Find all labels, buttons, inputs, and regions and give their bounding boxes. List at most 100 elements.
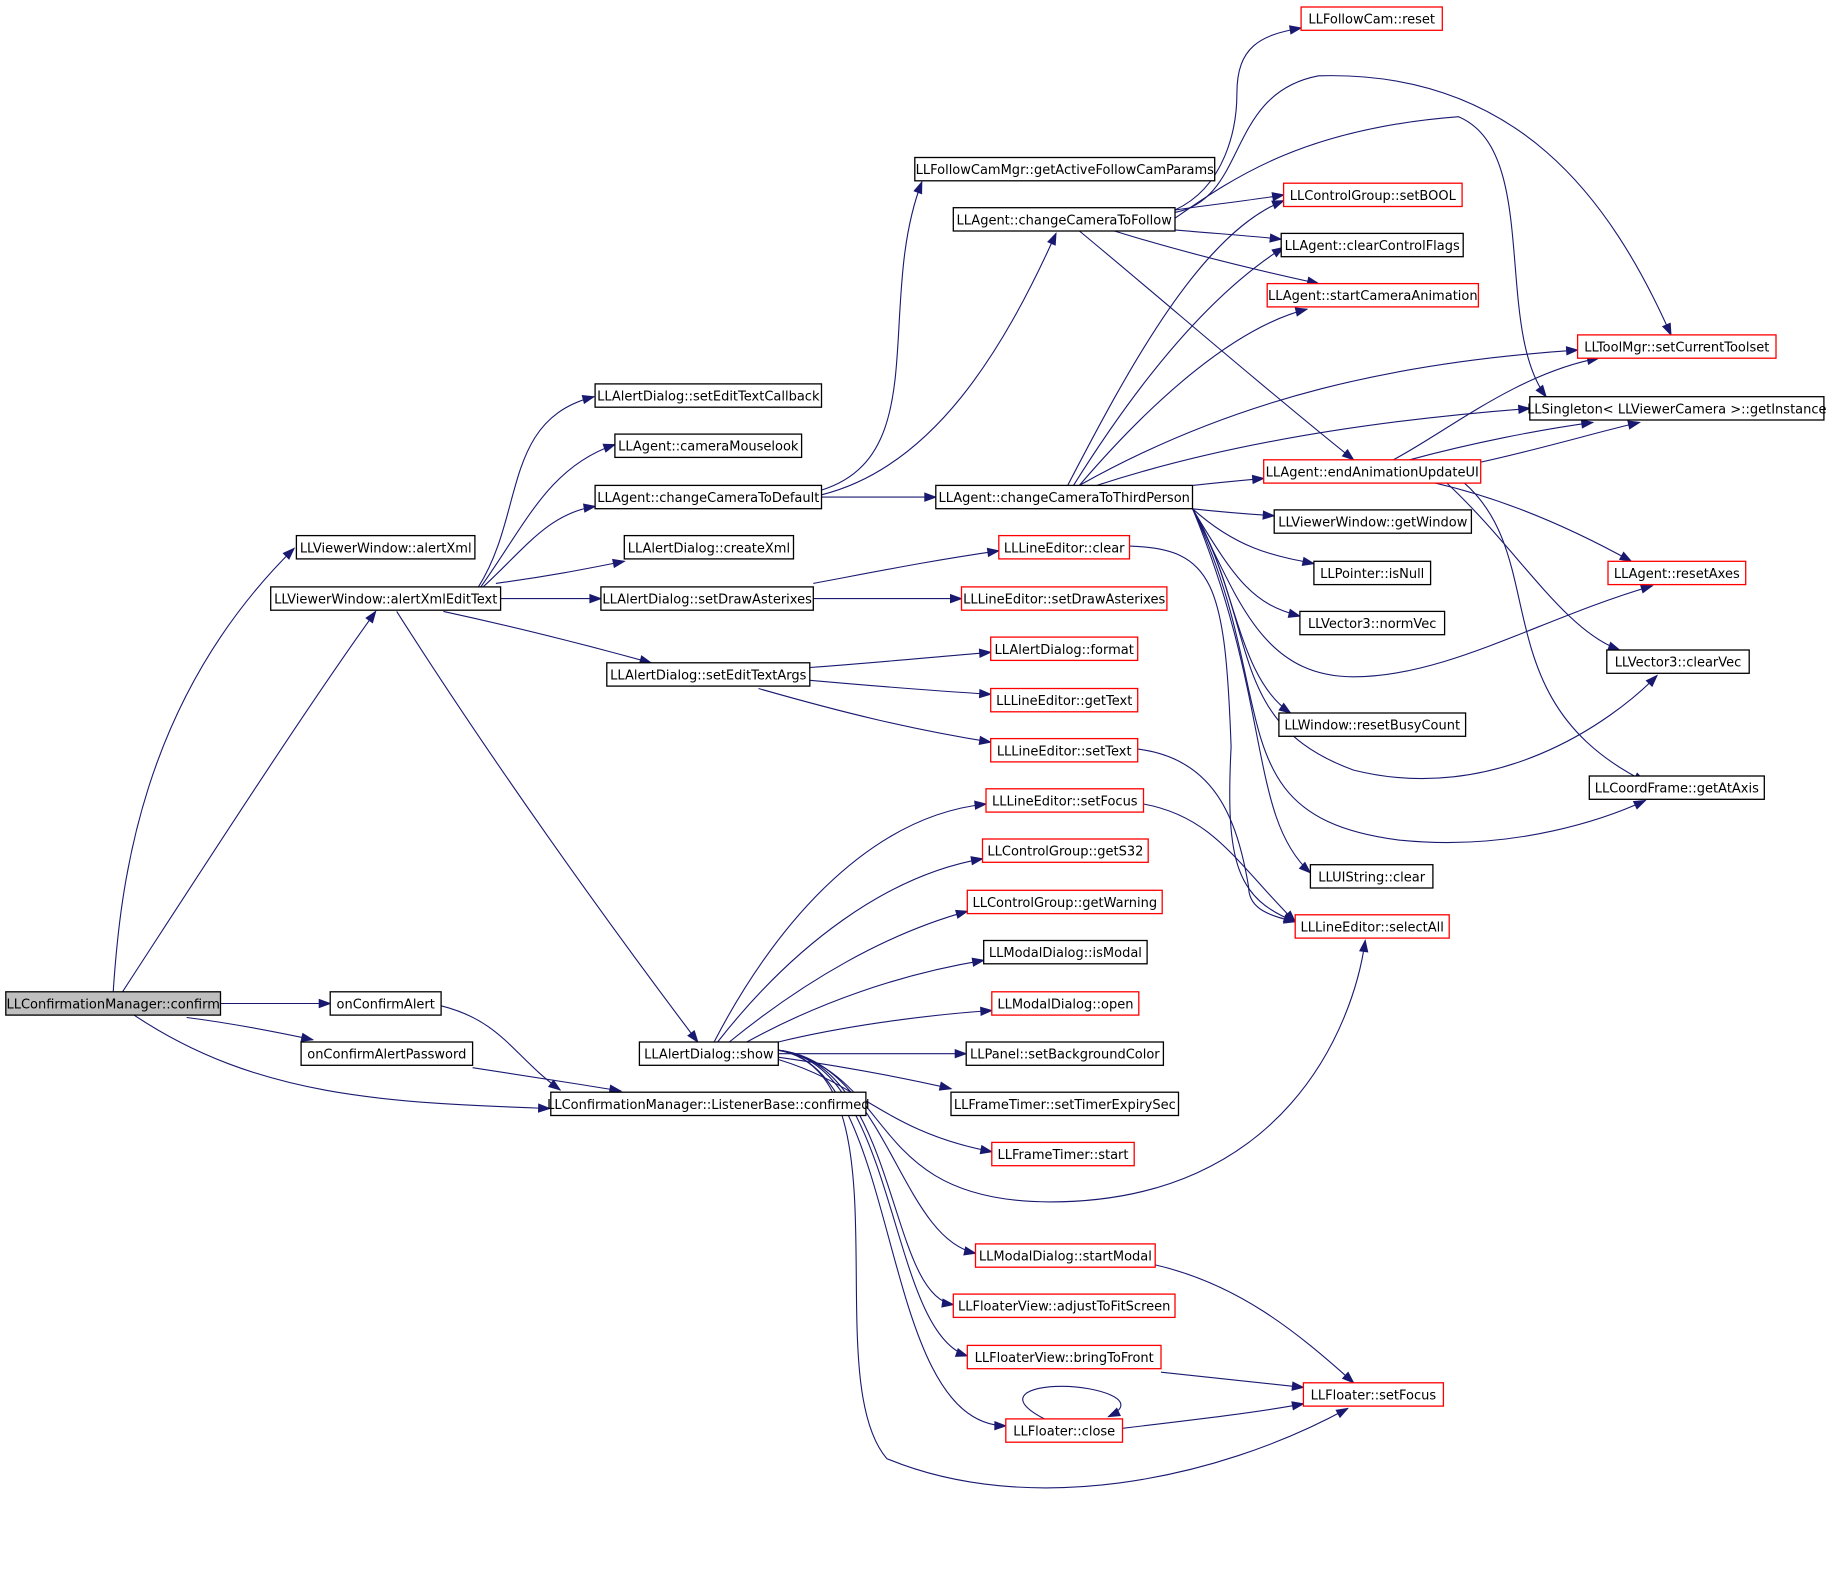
node-bringToFront[interactable]: LLFloaterView::bringToFront [966, 1344, 1162, 1370]
node-uiStringClear[interactable]: LLUIString::clear [1309, 864, 1434, 889]
node-startCameraAnimation[interactable]: LLAgent::startCameraAnimation [1266, 282, 1480, 308]
edge-setDrawAsterixes-to-lineSetDrawAsterixes [813, 593, 963, 604]
node-getAtAxis[interactable]: LLCoordFrame::getAtAxis [1588, 775, 1765, 800]
edge-floaterClose-to-floaterClose [1022, 1385, 1122, 1420]
arrow-head [537, 1103, 552, 1113]
node-lineSetFocus[interactable]: LLLineEditor::setFocus [985, 788, 1145, 813]
node-resetAxes[interactable]: LLAgent::resetAxes [1607, 560, 1747, 586]
edge-line [1174, 27, 1302, 211]
node-box [270, 586, 502, 611]
node-label: LLAgent::startCameraAnimation [1268, 289, 1478, 304]
node-setDrawAsterixes[interactable]: LLAlertDialog::setDrawAsterixes [600, 586, 814, 611]
node-setCurrentToolset[interactable]: LLToolMgr::setCurrentToolset [1576, 334, 1777, 359]
edge-show-to-setTimerExpirySec [778, 1056, 953, 1091]
node-resetBusyCount[interactable]: LLWindow::resetBusyCount [1278, 712, 1467, 737]
node-alertXml[interactable]: LLViewerWindow::alertXml [295, 534, 476, 560]
node-createXml[interactable]: LLAlertDialog::createXml [623, 534, 795, 560]
arrow-head [582, 503, 597, 513]
node-confirm[interactable]: LLConfirmationManager::confirm [5, 991, 222, 1016]
edge-line [1143, 803, 1296, 923]
arrow-head [913, 180, 923, 195]
node-setBOOL[interactable]: LLControlGroup::setBOOL [1282, 182, 1463, 208]
node-getS32[interactable]: LLControlGroup::getS32 [981, 838, 1149, 863]
node-onConfirmAlertPassword[interactable]: onConfirmAlertPassword [300, 1041, 474, 1066]
node-label: LLAlertDialog::setEditTextCallback [597, 390, 820, 405]
edge-line [1160, 1371, 1304, 1388]
node-show[interactable]: LLAlertDialog::show [638, 1041, 779, 1066]
node-box [5, 991, 222, 1016]
node-followCamReset[interactable]: LLFollowCam::reset [1300, 6, 1443, 31]
arrow-head [994, 1420, 1008, 1431]
node-isNull[interactable]: LLPointer::isNull [1313, 560, 1432, 586]
node-normVec[interactable]: LLVector3::normVec [1299, 610, 1446, 636]
node-endAnimationUpdateUI[interactable]: LLAgent::endAnimationUpdateUI [1263, 459, 1482, 484]
node-setBackgroundColor[interactable]: LLPanel::setBackgroundColor [965, 1041, 1165, 1066]
arrow-head [986, 547, 1001, 558]
node-clearControlFlags[interactable]: LLAgent::clearControlFlags [1280, 232, 1464, 258]
node-adjustToFitScreen[interactable]: LLFloaterView::adjustToFitScreen [952, 1293, 1176, 1319]
node-setTimerExpirySec[interactable]: LLFrameTimer::setTimerExpirySec [950, 1091, 1180, 1117]
node-startModal[interactable]: LLModalDialog::startModal [974, 1243, 1156, 1268]
node-box [1278, 712, 1467, 737]
arrow-head [1632, 799, 1647, 810]
node-label: LLModalDialog::startModal [979, 1250, 1152, 1265]
node-box [966, 1344, 1162, 1370]
node-alertXmlEditText[interactable]: LLViewerWindow::alertXmlEditText [270, 586, 502, 611]
node-isModal[interactable]: LLModalDialog::isModal [983, 939, 1148, 965]
node-box [1606, 649, 1750, 674]
edge-line [746, 959, 984, 1043]
node-setEditTextCallback[interactable]: LLAlertDialog::setEditTextCallback [594, 383, 823, 408]
edge-onConfirmAlert-to-confirmed [440, 1005, 562, 1091]
edge-line [443, 610, 652, 664]
edge-show-to-floaterSetFocus [778, 1049, 1349, 1489]
node-label: LLConfirmationManager::confirm [6, 998, 219, 1013]
node-label: LLAgent::clearControlFlags [1285, 239, 1460, 254]
edge-line [1079, 349, 1578, 486]
node-cameraMouselook[interactable]: LLAgent::cameraMouselook [614, 433, 803, 459]
node-getWarning[interactable]: LLControlGroup::getWarning [966, 889, 1163, 915]
node-timerStart[interactable]: LLFrameTimer::start [991, 1141, 1135, 1167]
node-floaterClose[interactable]: LLFloater::close [1005, 1418, 1124, 1443]
node-label: LLLineEditor::setDrawAsterixes [963, 593, 1165, 608]
node-box [983, 939, 1148, 965]
node-clearVec[interactable]: LLVector3::clearVec [1606, 649, 1750, 674]
node-label: LLAgent::resetAxes [1614, 567, 1740, 582]
edge-line [1067, 200, 1284, 486]
node-open[interactable]: LLModalDialog::open [991, 991, 1140, 1016]
node-getText[interactable]: LLLineEditor::getText [990, 687, 1139, 713]
node-box [914, 156, 1216, 182]
edge-endAnimationUpdateUI-to-resetAxes [1435, 482, 1633, 563]
edge-line [821, 181, 923, 491]
arrow-head [938, 1081, 953, 1091]
node-getInstance[interactable]: LLSingleton< LLViewerCamera >::getInstan… [1527, 396, 1827, 421]
node-changeCameraToThirdPerson[interactable]: LLAgent::changeCameraToThirdPerson [935, 484, 1194, 510]
edge-show-to-getS32 [717, 856, 984, 1043]
node-confirmed[interactable]: LLConfirmationManager::ListenerBase::con… [547, 1091, 869, 1117]
arrow-head [1271, 192, 1286, 202]
node-format[interactable]: LLAlertDialog::format [990, 636, 1139, 662]
edge-changeCameraToDefault-to-getActiveFollowCamParams [821, 180, 923, 491]
node-changeCameraToFollow[interactable]: LLAgent::changeCameraToFollow [952, 207, 1176, 232]
edge-confirm-to-confirmed [133, 1014, 552, 1113]
node-floaterSetFocus[interactable]: LLFloater::setFocus [1302, 1382, 1445, 1407]
node-label: LLLineEditor::selectAll [1301, 921, 1444, 936]
node-label: LLAgent::endAnimationUpdateUI [1266, 465, 1479, 480]
node-changeCameraToDefault[interactable]: LLAgent::changeCameraToDefault [594, 484, 823, 510]
node-box [1309, 864, 1434, 889]
node-setEditTextArgs[interactable]: LLAlertDialog::setEditTextArgs [606, 662, 811, 687]
node-onConfirmAlert[interactable]: onConfirmAlert [329, 991, 442, 1016]
edge-floaterClose-to-floaterSetFocus [1122, 1401, 1305, 1429]
edge-line [133, 1014, 550, 1110]
arrow-head [1271, 200, 1285, 210]
node-label: LLFloater::setFocus [1311, 1388, 1437, 1403]
edge-changeCameraToFollow-to-setBOOL [1174, 192, 1286, 211]
node-getActiveFollowCamParams[interactable]: LLFollowCamMgr::getActiveFollowCamParams [914, 156, 1216, 182]
edge-line [1174, 75, 1672, 336]
node-lineSetDrawAsterixes[interactable]: LLLineEditor::setDrawAsterixes [960, 586, 1168, 611]
node-setText[interactable]: LLLineEditor::setText [990, 737, 1139, 763]
node-lineClear[interactable]: LLLineEditor::clear [998, 534, 1131, 560]
node-box [1529, 396, 1825, 421]
node-selectAll[interactable]: LLLineEditor::selectAll [1294, 914, 1450, 939]
edge-alertXmlEditText-to-cameraMouselook [480, 443, 617, 588]
node-getWindow[interactable]: LLViewerWindow::getWindow [1273, 509, 1473, 534]
